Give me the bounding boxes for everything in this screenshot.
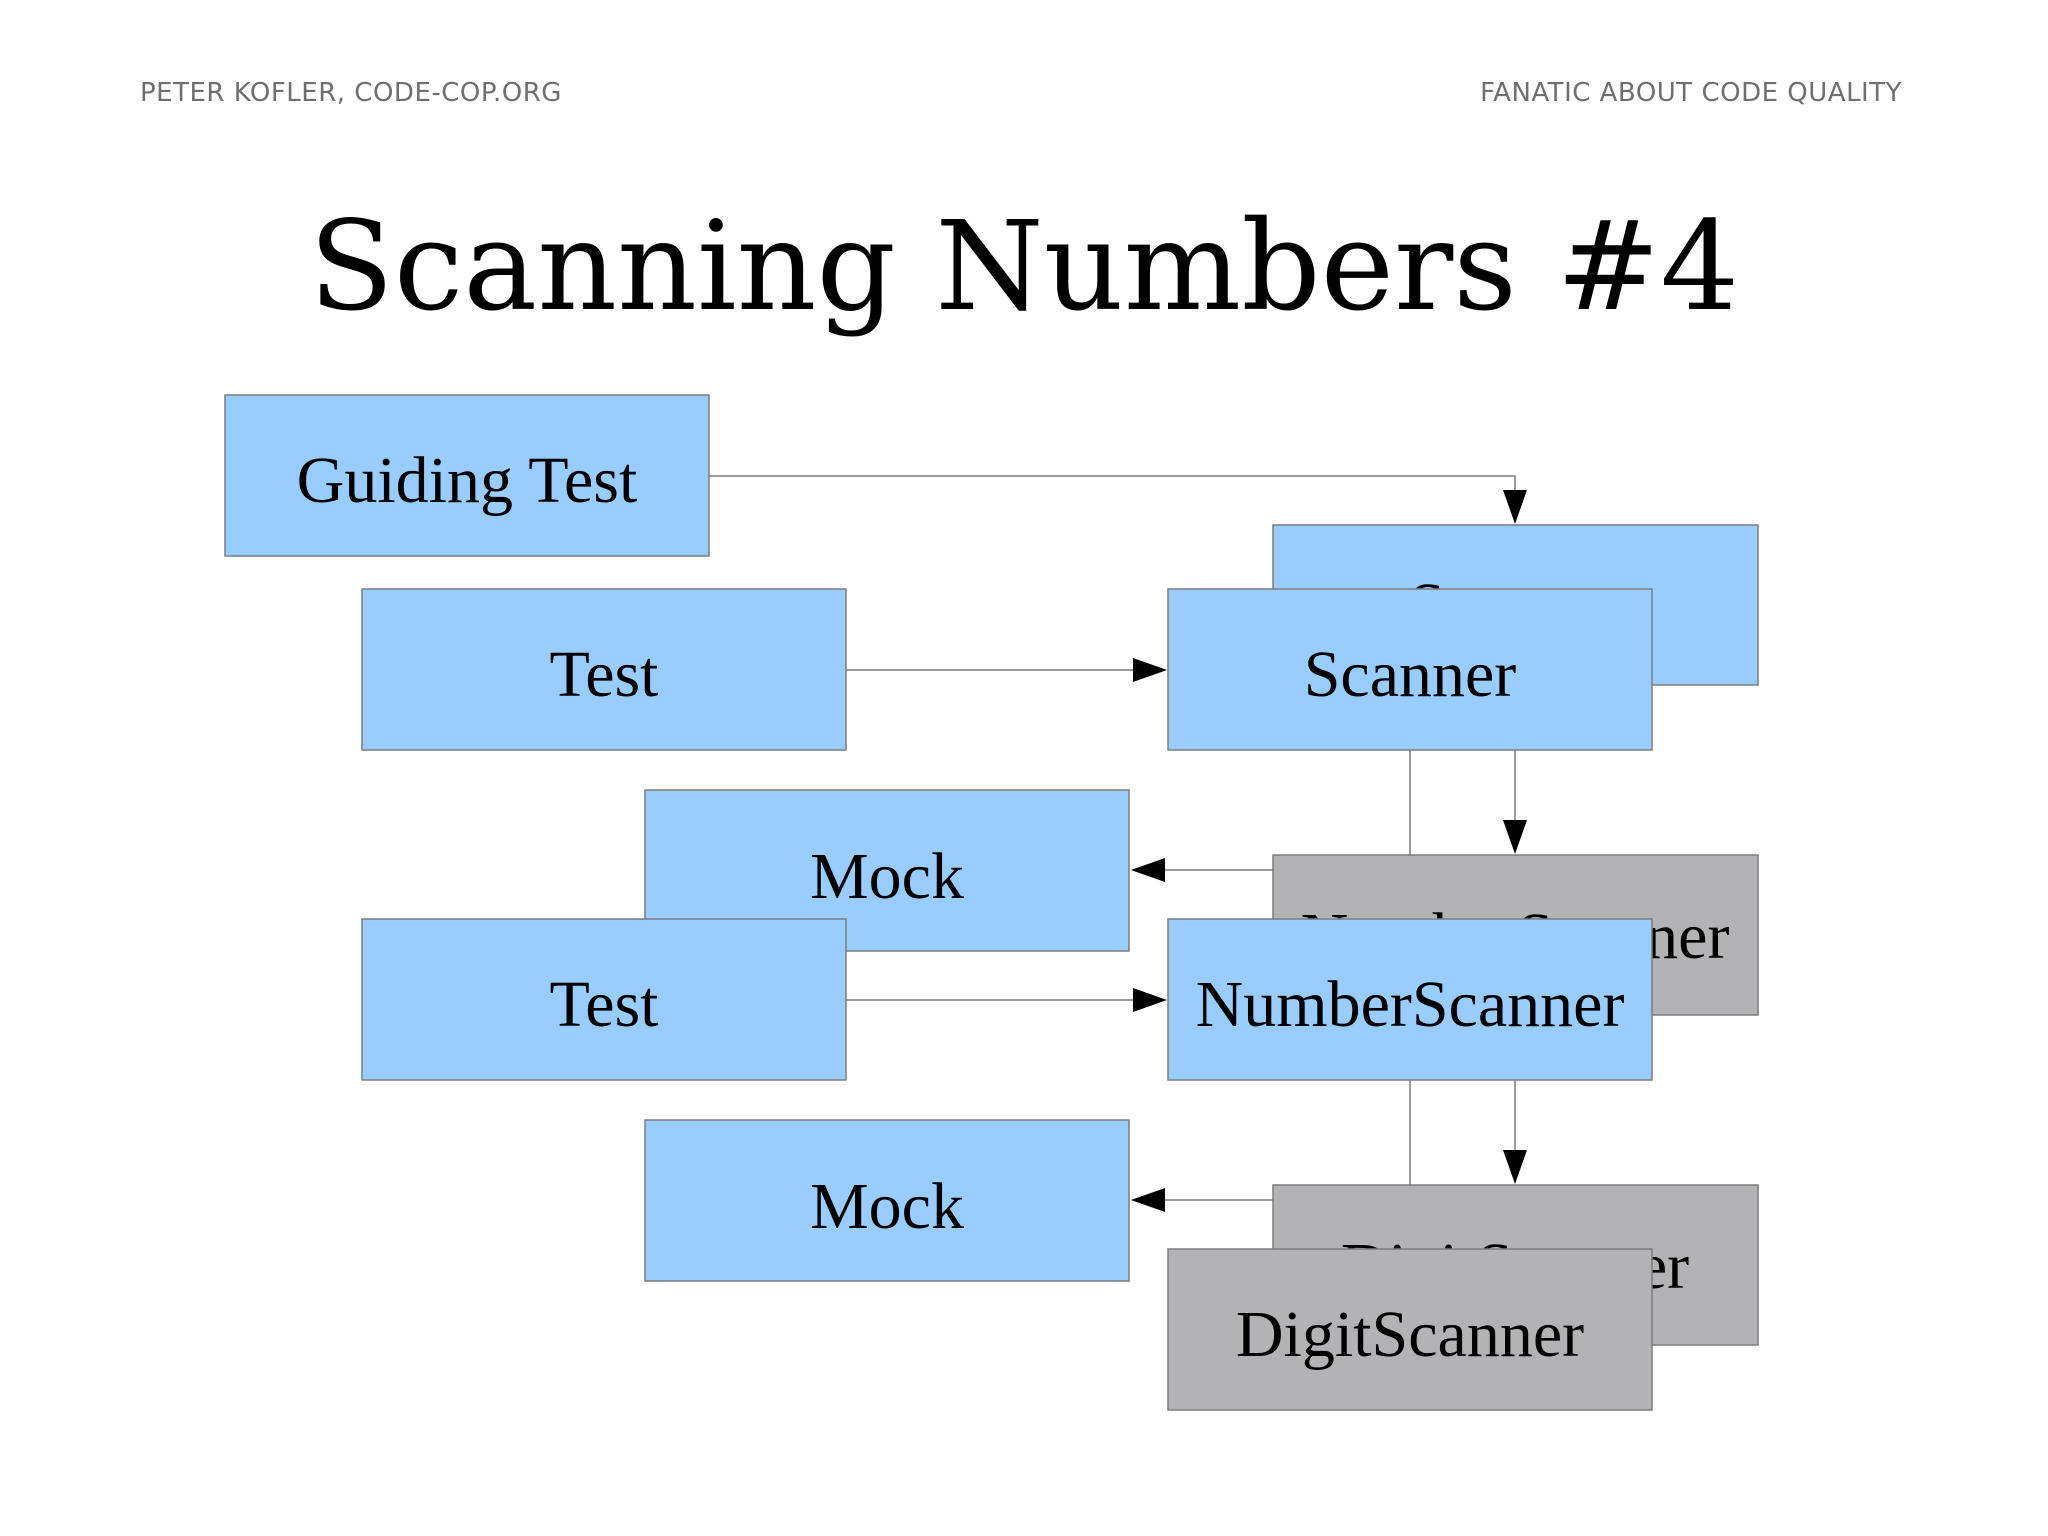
slide-title: Scanning Numbers #4 <box>308 195 1740 339</box>
box-scanner <box>1167 588 1653 751</box>
mock-node-2: Mock <box>644 1119 1130 1282</box>
test-node-2: Test <box>361 918 847 1081</box>
label-scanner: Scanner <box>1304 638 1517 711</box>
box-test-1 <box>361 588 847 751</box>
label-test-1: Test <box>549 638 658 711</box>
box-mock-2 <box>644 1119 1130 1282</box>
label-digitscanner: DigitScanner <box>1236 1298 1584 1371</box>
arrowhead-to-numberscanner <box>1133 988 1167 1012</box>
edge-numberscanner-to-mock <box>1165 1080 1411 1201</box>
scanner-node: Scanner <box>1167 588 1653 751</box>
edge-scanner-to-mock <box>1165 750 1411 871</box>
header-tagline: FANATIC ABOUT CODE QUALITY <box>1480 78 1902 108</box>
header-author: PETER KOFLER, CODE-COP.ORG <box>140 78 562 108</box>
arrowhead-to-scanner-back <box>1503 490 1527 524</box>
edge-guiding-test-to-scanner <box>709 475 1516 490</box>
label-guiding-test: Guiding Test <box>297 444 638 517</box>
arrowhead-to-numberscanner-back <box>1503 820 1527 854</box>
connector-lines <box>709 475 1516 1201</box>
arrowhead-to-scanner <box>1133 658 1167 682</box>
digitscanner-node: DigitScanner <box>1167 1248 1653 1411</box>
arrowhead-to-mock-1 <box>1131 858 1165 882</box>
numberscanner-node: NumberScanner <box>1167 918 1653 1081</box>
label-mock-1: Mock <box>810 840 964 913</box>
arrowhead-to-digitscanner-back <box>1503 1150 1527 1184</box>
label-numberscanner: NumberScanner <box>1196 968 1625 1041</box>
box-test-2 <box>361 918 847 1081</box>
guiding-test-node: Guiding Test <box>224 394 710 557</box>
box-guiding-test <box>224 394 710 557</box>
box-digitscanner <box>1167 1248 1653 1411</box>
label-test-2: Test <box>549 968 658 1041</box>
arrowhead-to-mock-2 <box>1131 1188 1165 1212</box>
box-numberscanner <box>1167 918 1653 1081</box>
label-mock-2: Mock <box>810 1170 964 1243</box>
test-node-1: Test <box>361 588 847 751</box>
arrowheads <box>1131 490 1527 1212</box>
